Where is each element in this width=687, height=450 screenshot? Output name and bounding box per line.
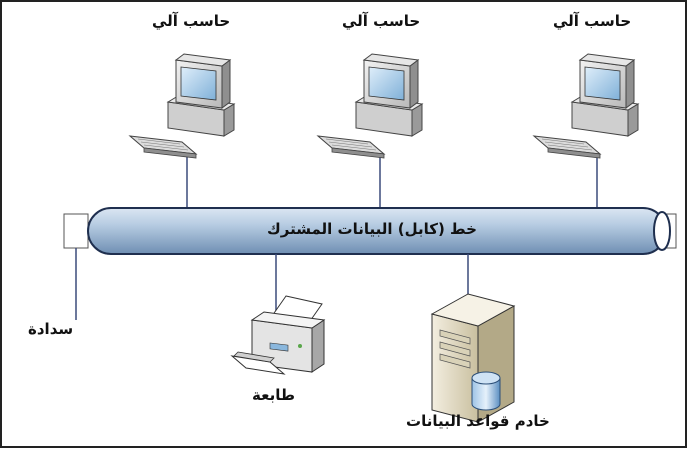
computer-3-label: حاسب آلي xyxy=(152,12,231,30)
server-icon xyxy=(430,293,516,423)
terminator-left xyxy=(63,213,89,320)
terminator-label: سدادة xyxy=(28,320,74,338)
computer-3-icon xyxy=(128,53,236,159)
computer-2-icon xyxy=(316,53,424,159)
printer-icon xyxy=(230,295,326,375)
computer-2-label: حاسب آلي xyxy=(342,12,421,30)
bus-cable xyxy=(87,207,671,255)
printer-label: طابعة xyxy=(252,386,295,404)
server-label: خادم قواعد البيانات xyxy=(406,412,550,430)
computer-1-icon xyxy=(532,53,640,159)
bus-label: خط (كابل) البيانات المشترك xyxy=(267,220,477,238)
computer-1-label: حاسب آلي xyxy=(553,12,632,30)
